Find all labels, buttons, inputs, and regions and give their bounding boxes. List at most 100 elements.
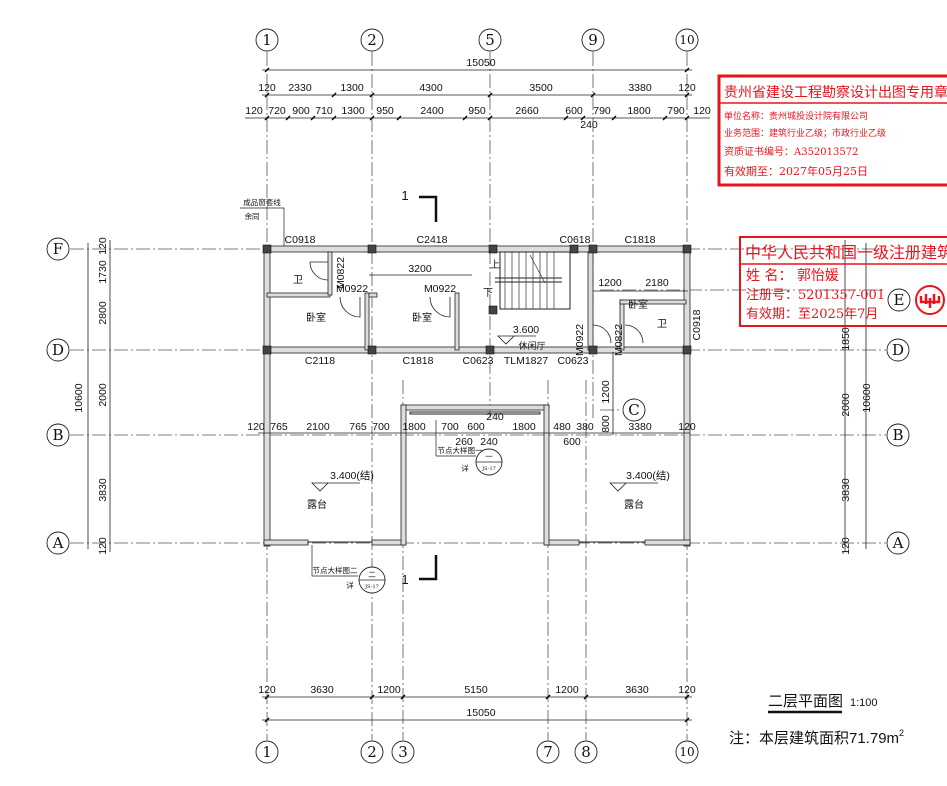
room-bedroom-2: 卧室 — [412, 311, 432, 324]
stamp2-title: 中华人民共和国一级注册建筑师 — [745, 243, 947, 262]
dim: 120 — [97, 537, 109, 555]
axis-bubble: B — [892, 426, 903, 444]
window-label: C2118 — [305, 355, 335, 367]
axis-bubble: 7 — [543, 743, 553, 761]
right-dimensions: 1850 2000 3830 120 10600 E D B A C — [622, 240, 911, 555]
dim: 1200 — [555, 684, 579, 696]
stair-up-label: 上 — [490, 259, 500, 271]
left-dimensions: 10600 120 1730 2800 2000 3830 120 F D B … — [46, 237, 111, 555]
window-trim-note: 成品窗套线 — [243, 197, 281, 207]
dim: 1730 — [97, 260, 109, 284]
room-bath-1: 卫 — [293, 275, 303, 286]
window-label: C0918 — [285, 234, 316, 246]
door-label: M0822 — [335, 257, 347, 289]
room-labels: 卫 卧室 卧室 休闲厅 卧室 卫 露台 露台 3.600 3.400(结) 3.… — [293, 275, 670, 511]
window-label: C1818 — [403, 355, 434, 367]
window-label: C2418 — [417, 234, 448, 246]
dim: 120 — [258, 82, 276, 94]
dim: 240 — [480, 436, 498, 448]
stamp1-cert: 资质证书编号：A352013572 — [724, 145, 858, 158]
door-label: TLM1827 — [504, 355, 549, 367]
dim: 3500 — [529, 82, 553, 94]
axis-bubble: 5 — [485, 31, 495, 49]
drawing-title-block: 二层平面图 1:100 注：本层建筑面积71.79m2 — [729, 693, 904, 747]
stair-down-label: 下 — [483, 288, 493, 299]
detail-2-sheet: JS-17 — [364, 584, 379, 590]
door-label: M0822 — [613, 324, 625, 356]
window-label: C1818 — [625, 234, 656, 246]
room-bedroom-3: 卧室 — [628, 298, 648, 311]
dim: 120 — [258, 684, 276, 696]
axis-bubble: 1 — [262, 743, 272, 761]
detail-2-mark: 详 — [346, 580, 354, 590]
walls — [263, 245, 691, 547]
dim: 765 — [270, 421, 288, 433]
window-label: C0918 — [691, 309, 703, 340]
detail-1-number: 一 — [485, 452, 493, 461]
dim: 1800 — [512, 421, 536, 433]
dim: 3380 — [628, 421, 652, 433]
dim: 2000 — [97, 383, 109, 407]
top-axis-bubbles: 1 2 5 9 10 — [255, 28, 699, 52]
stamp2-valid: 有效期：至2025年7月 — [746, 307, 878, 322]
drawing-title: 二层平面图 — [768, 693, 843, 710]
dim: 3380 — [628, 82, 652, 94]
dim: 380 — [576, 421, 594, 433]
middle-dimensions: 120 765 2100 765 700 1800 700 600 1800 4… — [247, 352, 696, 448]
dim: 120 — [97, 237, 109, 255]
dim: 3630 — [625, 684, 649, 696]
dim: 3630 — [310, 684, 334, 696]
dim: 240 — [486, 411, 504, 423]
dim: 2100 — [306, 421, 330, 433]
dim: 1800 — [627, 105, 651, 117]
axis-bubble: 9 — [588, 31, 598, 49]
dim: 120 — [245, 105, 263, 117]
detail-1-mark: 详 — [461, 463, 469, 473]
dim: 790 — [593, 105, 611, 117]
annotations: 成品窗套线 余同 节点大样图一 一 JS-17 详 节点大样图二 二 JS-17… — [240, 188, 503, 594]
dim: 240 — [580, 119, 598, 131]
dim: 1200 — [377, 684, 401, 696]
drawing-scale: 1:100 — [850, 697, 878, 709]
detail-2-note: 节点大样图二 — [313, 565, 358, 575]
axis-bubble: 1 — [262, 31, 272, 49]
window-label: C0623 — [463, 355, 494, 367]
dim: 120 — [678, 684, 696, 696]
door-label: M0922 — [424, 283, 456, 295]
axis-bubble: 2 — [367, 743, 377, 761]
dim: 5150 — [464, 684, 488, 696]
dim-right-total: 10600 — [861, 383, 873, 412]
area-note: 注：本层建筑面积71.79m2 — [729, 728, 904, 747]
detail-2-number: 二 — [368, 570, 376, 579]
columns — [262, 244, 692, 355]
level-terrace-2: 3.400(结) — [626, 469, 670, 482]
detail-1-sheet: JS-17 — [481, 466, 496, 472]
stamp1-valid: 有效期至：2027年05月25日 — [724, 164, 868, 178]
dim: 1300 — [341, 105, 365, 117]
dim: 2800 — [97, 301, 109, 325]
axis-bubble: F — [53, 240, 63, 258]
dim: 2000 — [840, 393, 852, 417]
inner-dim: 1200 — [598, 277, 622, 289]
section-mark-bottom: 1 — [401, 572, 408, 587]
axis-bubble: A — [892, 534, 904, 552]
room-terrace-1: 露台 — [307, 498, 327, 511]
dim: 3830 — [97, 478, 109, 502]
dim: 800 — [600, 415, 612, 433]
stamp2-name: 姓 名： 郭怡媛 — [746, 267, 839, 284]
dim: 700 — [441, 421, 459, 433]
dim: 480 — [553, 421, 571, 433]
dim: 900 — [292, 105, 310, 117]
dim: 950 — [376, 105, 394, 117]
top-dimensions: 15050 120 2330 1300 4300 3500 3380 120 1… — [245, 57, 711, 131]
dim: 120 — [247, 421, 265, 433]
dim: 950 — [468, 105, 486, 117]
axis-bubble: 10 — [679, 745, 694, 759]
bottom-dimensions: 120 3630 1200 5150 1200 3630 120 15050 1… — [255, 684, 699, 764]
door-label: M0922 — [336, 283, 368, 295]
design-seal-stamp: 贵州省建设工程勘察设计出图专用章 单位名称：贵州城投设计院有限公司 业务范围：建… — [717, 74, 947, 187]
dim: 765 — [349, 421, 367, 433]
stamp1-scope: 业务范围：建筑行业乙级；市政行业乙级 — [724, 127, 886, 139]
dim: 1850 — [840, 327, 852, 351]
